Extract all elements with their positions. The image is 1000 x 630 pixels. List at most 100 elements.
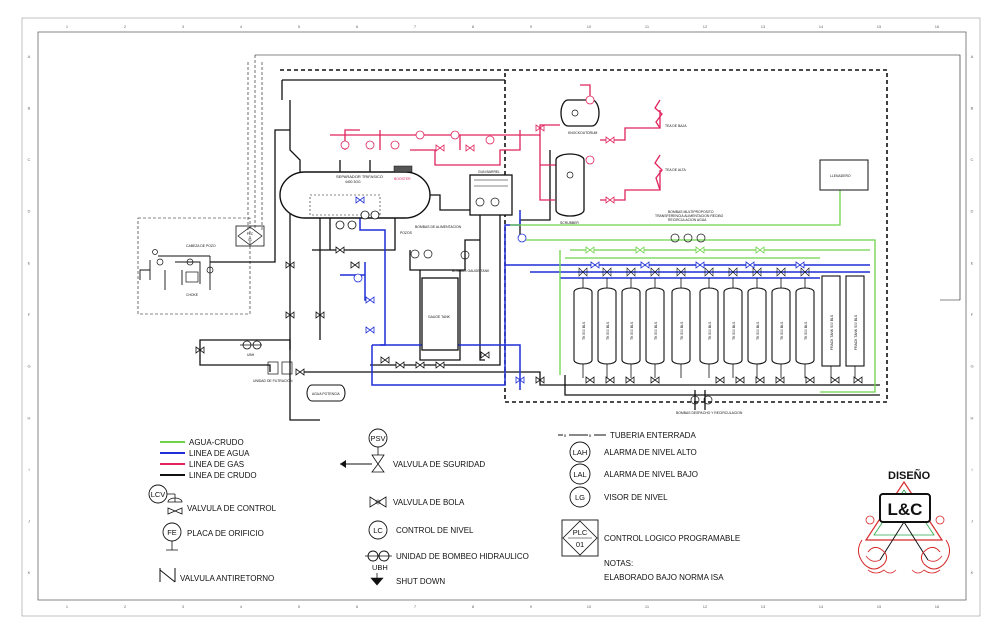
- lg-symbol-text: LG: [575, 493, 585, 502]
- valve-icon: [515, 376, 525, 384]
- valve-icon: [295, 368, 305, 376]
- valve-icon: [335, 246, 345, 254]
- valve-icon: [435, 144, 445, 152]
- ruler-bottom-label: 12: [703, 604, 708, 609]
- despacho-pumps: BOMBAS DESPACHO Y RECIRCULACION: [676, 395, 743, 415]
- ubh-symbol-text: UBH: [372, 563, 388, 572]
- ruler-right-label: K: [971, 570, 974, 575]
- scrubber: SCRUBBER: [555, 153, 585, 225]
- lc-label: CONTROL DE NIVEL: [396, 526, 474, 535]
- ruler-right-label: H: [971, 415, 974, 420]
- ruler-left-label: J: [28, 519, 30, 524]
- valve-icon: [315, 311, 325, 319]
- storage-tank: TK 500 BLS: [747, 267, 767, 378]
- outer-border: [21, 17, 981, 617]
- legend-antiretorno: VALVULA ANTIRETORNO: [159, 568, 274, 583]
- instrument-icon: [517, 233, 527, 243]
- scrubber-label: SCRUBBER: [560, 221, 579, 225]
- valve-icon: [465, 144, 475, 152]
- ruler-right-label: D: [971, 209, 974, 214]
- instrument-icon: [585, 155, 595, 165]
- storage-tank: TK 500 BLS: [795, 267, 815, 378]
- frac-tank-label: FRACK TANK 500 BLS: [830, 314, 834, 350]
- ruler-top-label: 6: [356, 24, 359, 29]
- instrument-icon: [353, 273, 363, 283]
- valve-icon: [745, 261, 755, 269]
- storage-tank: TK 500 BLS: [621, 267, 641, 378]
- valve-icon: [805, 376, 815, 384]
- tuberia-label: TUBERIA ENTERRADA: [610, 431, 696, 440]
- tank-label: TK 500 BLS: [780, 321, 784, 340]
- valve-icon: [585, 246, 595, 254]
- fe-label: PLACA DE ORIFICIO: [187, 529, 264, 538]
- valve-icon: [830, 376, 840, 384]
- psv-symbol-text: PSV: [370, 434, 385, 443]
- llenadero-label: LLENADERO: [830, 174, 851, 178]
- instrument-icon: [360, 210, 370, 220]
- valve-icon: [605, 196, 615, 204]
- ubh-label: UNIDAD DE BOMBEO HIDRAULICO: [396, 552, 529, 561]
- ruler-left-label: G: [27, 364, 30, 369]
- plc-process-bottom: 01: [248, 238, 252, 242]
- valve-icon: [755, 376, 765, 384]
- ruler-left-label: C: [28, 157, 31, 162]
- valve-icon: [435, 361, 445, 369]
- valve-icon: [695, 246, 705, 254]
- ruler-top: 1122334455667788991010111112121313141415…: [66, 24, 940, 609]
- storage-tank: TK 500 BLS: [645, 267, 665, 378]
- ruler-top-label: 7: [414, 24, 417, 29]
- legend-lc: LC CONTROL DE NIVEL: [368, 520, 474, 540]
- valves: [195, 95, 863, 384]
- ruler-bottom-label: 7: [414, 604, 417, 609]
- legend-lines: AGUA-CRUDO LINEA DE AGUA LINEA DE GAS LI…: [160, 438, 257, 480]
- valve-icon: [695, 261, 705, 269]
- valve-icon: [590, 261, 600, 269]
- despacho-label: BOMBAS DESPACHO Y RECIRCULACION: [676, 411, 743, 415]
- storage-tanks: TK 500 BLS TK 500 BLS TK 500 BLS TK 500 BLS…: [573, 267, 815, 378]
- valve-icon: [535, 376, 545, 384]
- valve-icon: [625, 376, 635, 384]
- tank-label: TK 500 BLS: [630, 321, 634, 340]
- ruler-top-label: 12: [703, 24, 708, 29]
- notas-text: ELABORADO BAJO NORMA ISA: [604, 573, 724, 582]
- instrument-icon: [340, 140, 350, 150]
- multiproposito-label-1: BOMBAS MULTIPROPOSITO: [668, 210, 714, 214]
- ruler-right-label: J: [971, 519, 973, 524]
- tank-label: TK 500 BLS: [732, 321, 736, 340]
- ruler-left-label: B: [28, 105, 31, 110]
- legend-fe: FE PLACA DE ORIFICIO: [162, 522, 264, 551]
- ruler-bottom-label: 14: [819, 604, 824, 609]
- legend-plc: PLC 01 CONTROL LOGICO PROGRAMABLE: [561, 519, 740, 557]
- tank-label: TK 500 BLS: [804, 321, 808, 340]
- ruler-left-label: K: [28, 570, 31, 575]
- valve-icon: [585, 376, 595, 384]
- ruler-top-label: 2: [124, 24, 127, 29]
- frac-tank-label: FRACK TANK 500 BLS: [854, 314, 858, 350]
- storage-tank: TK 500 BLS: [573, 267, 593, 378]
- instrument-icon: [365, 140, 375, 150]
- ruler-top-label: 16: [935, 24, 940, 29]
- ruler-right-label: A: [971, 54, 974, 59]
- legend-psv: PSV VALVULA DE SGURIDAD: [340, 428, 485, 473]
- knockout-drum: KNOCKOUTDRUM: [560, 99, 600, 135]
- legend-lah: LAH ALARMA DE NIVEL ALTO: [569, 441, 697, 463]
- notas: NOTAS: ELABORADO BAJO NORMA ISA: [604, 559, 724, 582]
- frac-tanks: FRACK TANK 500 BLS FRACK TANK 500 BLS: [821, 275, 865, 378]
- cabeza-pozo-label: CABEZA DE POZO: [186, 244, 216, 248]
- valve-icon: [605, 376, 615, 384]
- fe-symbol-text: FE: [167, 528, 177, 537]
- gauge-tank: GAUGE TANK BOMBAS GAUGE TANK BOMBAS DE A…: [400, 225, 490, 351]
- gauge-tank-label: GAUGE TANK: [428, 315, 451, 319]
- lc-symbol-text: LC: [373, 526, 383, 535]
- booster-label: BOOSTER: [394, 177, 411, 181]
- valve-icon: [650, 376, 660, 384]
- gun-barrel: GUN BARREL: [469, 170, 513, 216]
- agua-potencia-label: AGUA POTENCIA: [312, 392, 340, 396]
- valve-icon: [350, 261, 360, 269]
- psv-label: VALVULA DE SGURIDAD: [393, 460, 485, 469]
- instrument-icon: [585, 95, 595, 105]
- valve-icon: [365, 326, 375, 334]
- valve-icon: [605, 136, 615, 144]
